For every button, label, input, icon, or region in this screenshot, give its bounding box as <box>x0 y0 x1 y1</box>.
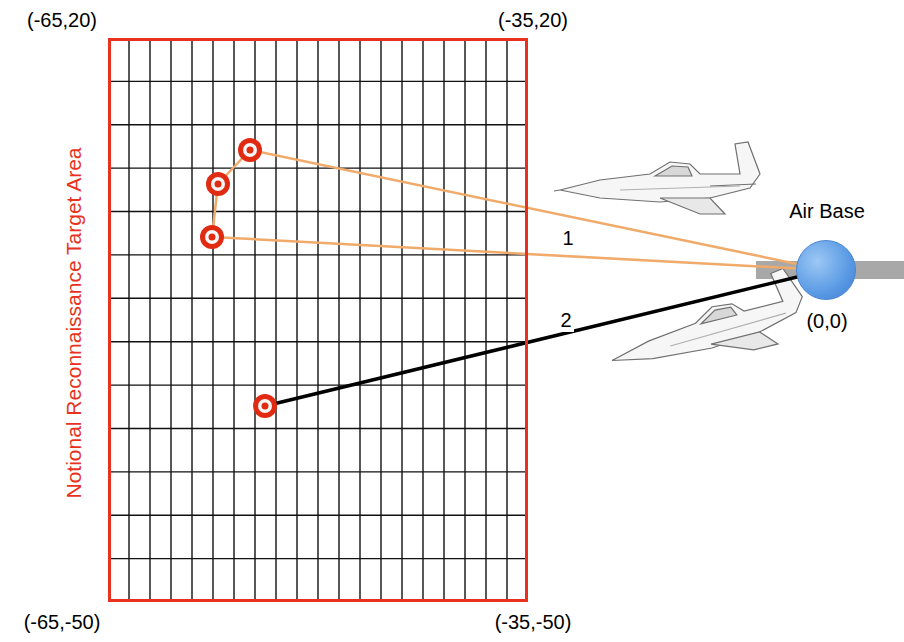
grid-line <box>254 38 255 602</box>
grid-line <box>108 211 528 212</box>
air-base: Air Base(0,0) <box>796 240 856 300</box>
base-name: Air Base <box>789 200 865 223</box>
grid-line <box>108 254 528 255</box>
grid-line <box>108 428 528 429</box>
grid-line <box>108 515 528 516</box>
base-coordinates: (0,0) <box>806 310 847 333</box>
grid-line <box>422 38 423 602</box>
grid-line <box>275 38 276 602</box>
corner-coordinate: (-65,20) <box>27 9 97 32</box>
targets <box>200 138 277 418</box>
grid-line <box>128 38 129 602</box>
grid-line <box>191 38 192 602</box>
route-line <box>212 237 826 270</box>
route-number: 2 <box>558 309 573 332</box>
aircraft <box>600 266 811 384</box>
aircraft <box>554 142 760 214</box>
grid-line <box>464 38 465 602</box>
route-line <box>265 270 826 406</box>
corner-coordinate: (-35,-50) <box>495 611 572 634</box>
corner-coordinate: (-65,-50) <box>24 611 101 634</box>
grid-line <box>380 38 381 602</box>
grid-line <box>317 38 318 602</box>
grid-line <box>108 558 528 559</box>
grid-line <box>170 38 171 602</box>
grid-line <box>443 38 444 602</box>
target-marker <box>253 394 277 418</box>
grid-line <box>149 38 150 602</box>
target-area: Notional Reconnaissance Target Area <box>108 38 528 602</box>
target-marker <box>206 172 230 196</box>
grid-line <box>485 38 486 602</box>
grid-line <box>338 38 339 602</box>
target-marker <box>200 225 224 249</box>
target-marker <box>238 138 262 162</box>
grid-line <box>506 38 507 602</box>
grid-line <box>108 81 528 82</box>
grid-line <box>108 471 528 472</box>
route-number: 1 <box>560 227 575 250</box>
grid-line <box>233 38 234 602</box>
grid-line <box>401 38 402 602</box>
route-lines <box>212 150 826 406</box>
grid-line <box>212 38 213 602</box>
grid-line <box>359 38 360 602</box>
grid-line <box>108 341 528 342</box>
grid-line <box>296 38 297 602</box>
corner-coordinate: (-35,20) <box>498 9 568 32</box>
grid-line <box>108 124 528 125</box>
grid-line <box>108 384 528 385</box>
grid-line <box>108 167 528 168</box>
grid <box>108 38 528 602</box>
grid-line <box>108 298 528 299</box>
area-title: Notional Reconnaissance Target Area <box>61 147 85 498</box>
route-line <box>250 150 826 270</box>
